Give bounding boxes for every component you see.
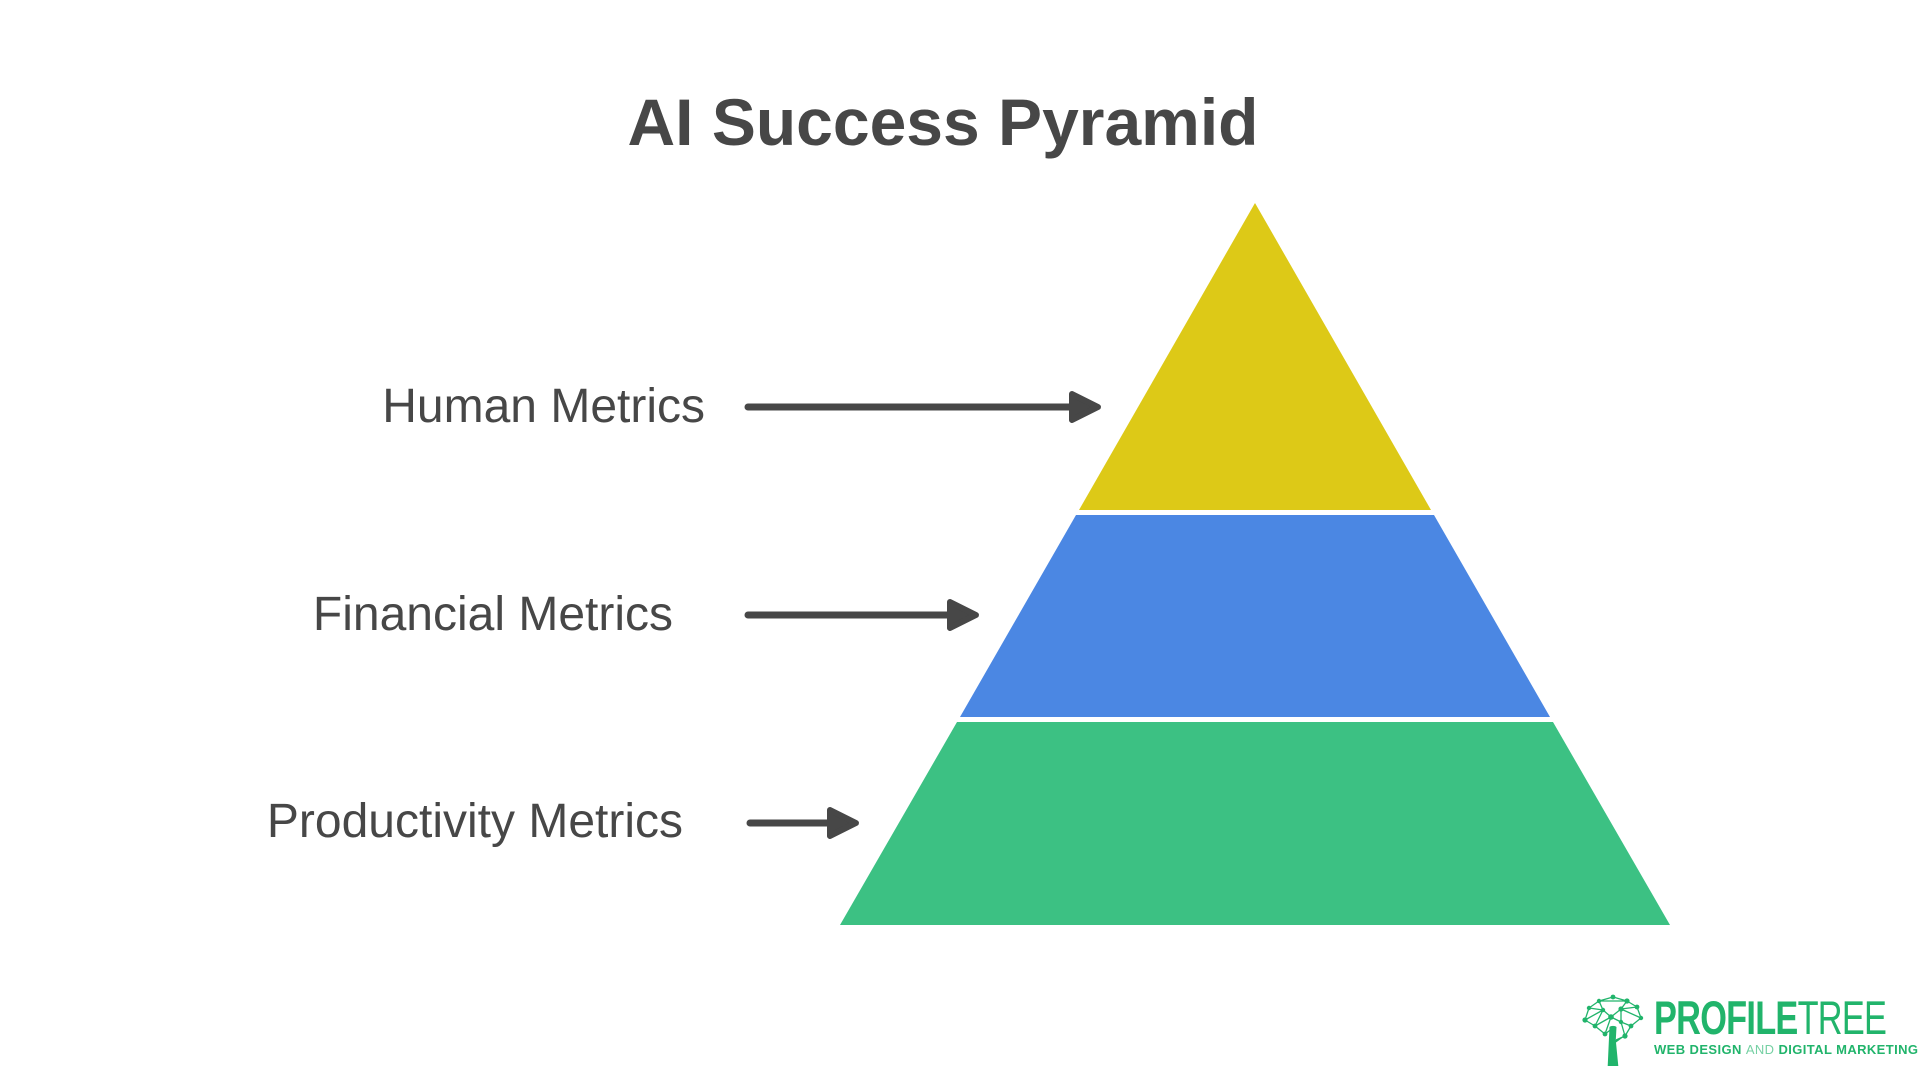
tier-label-human-metrics: Human Metrics [382,380,705,433]
logo-tagline-tail: DIGITAL MARKETING [1778,1042,1919,1057]
arrow-head-icon [1069,391,1101,423]
profiletree-logo-text: PROFILETREE WEB DESIGN AND DIGITAL MARKE… [1654,994,1920,1057]
arrow-financial-metrics [744,599,979,631]
logo-brand-secondary: TREE [1797,991,1887,1044]
profiletree-logo: PROFILETREE WEB DESIGN AND DIGITAL MARKE… [1581,994,1920,1068]
logo-brand-name: PROFILETREE [1654,994,1887,1041]
tier-label-productivity-metrics: Productivity Metrics [266,795,683,848]
logo-tagline-lead: WEB DESIGN [1654,1042,1742,1057]
logo-tagline: WEB DESIGN AND DIGITAL MARKETING [1654,1043,1920,1057]
pyramid-tier-bottom [840,722,1670,925]
arrow-head-icon [827,807,859,839]
arrow-human-metrics [744,391,1101,423]
pyramid-tier-top [1079,203,1431,510]
logo-brand-primary: PROFILE [1654,991,1798,1044]
arrow-productivity-metrics [746,807,859,839]
network-tree-icon [1582,994,1644,1066]
tier-label-financial-metrics: Financial Metrics [312,588,673,641]
pyramid-tier-middle [960,515,1550,717]
arrow-head-icon [947,599,979,631]
diagram-title: AI Success Pyramid [627,85,1259,159]
logo-tagline-conjunction: AND [1745,1042,1775,1057]
